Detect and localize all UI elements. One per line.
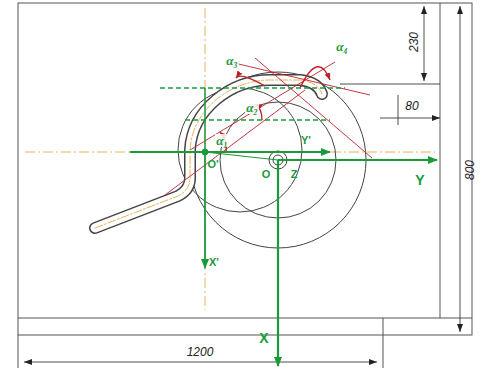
origin-label: O' [207,159,218,170]
tangent-lines [165,58,372,195]
axis-label: X' [209,257,219,268]
axis-label: Y' [301,135,311,146]
angle-label: α₄ [335,40,349,53]
origin-label: O [262,169,271,180]
dimension-text: 1200 [187,346,214,358]
axis-label: Y [415,173,424,187]
angle-label: α₁ [215,134,229,147]
coordinate-axes [130,88,437,366]
dimension-lines [24,6,460,362]
axis-label: Z [291,169,298,180]
angle-label: α₂ [245,101,259,114]
cam-slot [95,80,322,228]
axis-label: X [259,331,268,345]
dimension-text: 800 [464,160,476,180]
angle-label: α₃ [225,54,239,67]
plate-frame [18,3,472,368]
dimension-text: 80 [405,100,418,112]
dimension-text: 230 [408,32,420,52]
